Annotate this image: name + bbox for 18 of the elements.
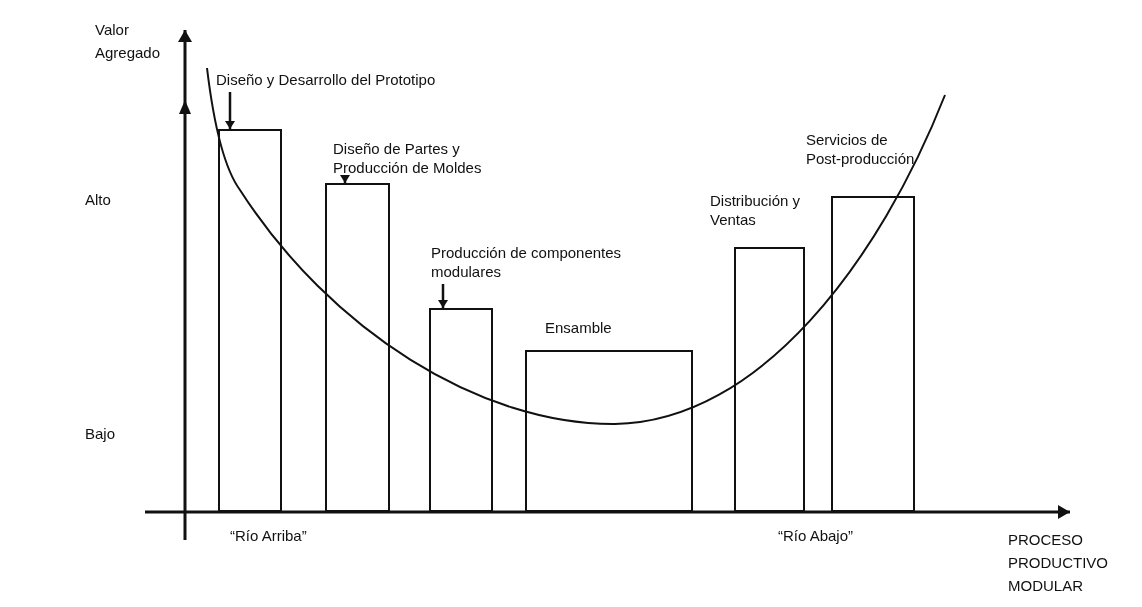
- bar-label: Distribución y Ventas: [710, 191, 802, 229]
- bar-label: Ensamble: [545, 318, 613, 337]
- arrow: [340, 175, 350, 183]
- stage-label: Diseño y Desarrollo del Prototipo: [216, 70, 436, 89]
- stage-label: Producción de componentes modulares: [431, 243, 681, 281]
- bar: [218, 129, 282, 512]
- arrow: [225, 92, 235, 129]
- arrow: [438, 284, 448, 308]
- axis-title: Valor Agregado: [95, 20, 162, 63]
- axis-tick-label: Bajo: [85, 424, 117, 443]
- bar: [325, 183, 390, 512]
- axis-tick-label: Alto: [85, 190, 112, 209]
- axis-title: PROCESO PRODUCTIVO MODULAR: [1008, 530, 1109, 596]
- bar: [429, 308, 493, 512]
- bar-label: Servicios de Post-producción: [806, 130, 916, 168]
- region-label: “Río Abajo”: [778, 526, 855, 545]
- stage-label: Diseño de Partes y Producción de Moldes: [333, 139, 513, 177]
- region-label: “Río Arriba”: [230, 526, 308, 545]
